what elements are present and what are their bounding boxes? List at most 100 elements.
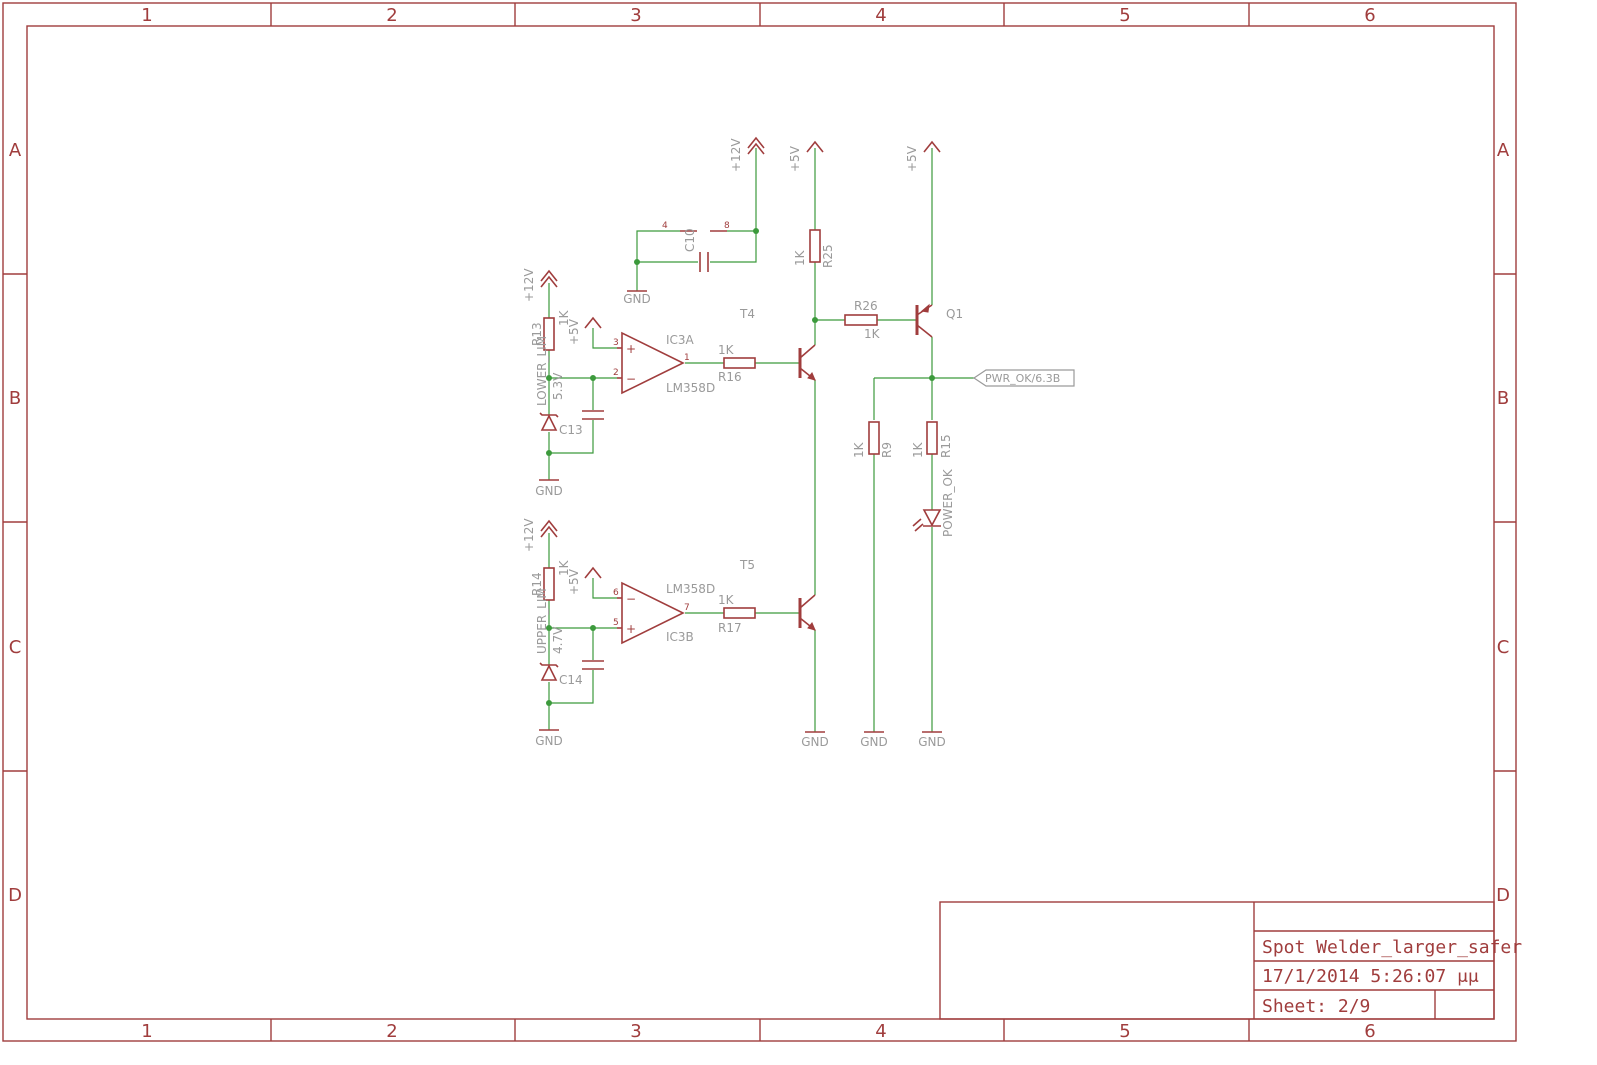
title-block: Spot Welder_larger_safer 17/1/2014 5:26:… — [939, 901, 1522, 1020]
col-label: 3 — [630, 5, 641, 26]
row-labels-left: A B C D — [8, 140, 22, 906]
r16-value: 1K — [718, 343, 735, 357]
r16-label: R16 — [718, 370, 742, 384]
row-label: C — [9, 637, 22, 658]
lower-lim-label: LOWER_LIM — [535, 336, 549, 406]
ic3a-part: LM358D — [666, 381, 715, 395]
ic3a-label: IC3A — [666, 333, 695, 347]
r13-label: R13 — [530, 322, 544, 346]
col-label: 3 — [630, 1021, 641, 1042]
row-label: B — [9, 388, 21, 409]
power-ok-label: POWER_OK — [941, 468, 955, 537]
r26-value: 1K — [864, 327, 881, 341]
port-pwr-ok[interactable]: PWR_OK/6.3B — [972, 369, 1075, 387]
c14-label: C14 — [559, 673, 583, 687]
resistor-r13[interactable]: R13 1K — [530, 309, 571, 351]
capacitor-c14[interactable]: C14 — [559, 660, 604, 687]
zener-lower-value: 5.3V — [551, 372, 565, 400]
ground-symbol: GND — [535, 479, 563, 498]
c13-label: C13 — [559, 423, 583, 437]
column-labels-top: 1 2 3 4 5 6 — [141, 5, 1375, 26]
power-5v-label: +5V — [567, 318, 581, 345]
power-12v-symbol: +12V — [729, 136, 765, 172]
col-label: 5 — [1119, 5, 1130, 26]
port-label: PWR_OK/6.3B — [985, 372, 1060, 385]
power-12v-symbol: +12V — [522, 518, 558, 552]
ground-symbol: GND — [801, 731, 829, 749]
resistor-r14[interactable]: R14 1K — [530, 559, 571, 601]
c10-label: C10 — [683, 228, 697, 252]
col-label: 1 — [141, 5, 152, 26]
capacitor-c13[interactable]: C13 — [559, 410, 604, 437]
pin-label: 1 — [684, 353, 690, 363]
r25-value: 1K — [793, 249, 807, 266]
r9-label: R9 — [880, 442, 894, 458]
col-label: 4 — [875, 1021, 886, 1042]
ground-label: GND — [535, 734, 563, 748]
col-label: 6 — [1364, 1021, 1375, 1042]
transistor-t5[interactable]: T5 — [739, 558, 816, 631]
power-12v-label: +12V — [522, 268, 536, 302]
col-label: 2 — [386, 5, 397, 26]
resistor-r26[interactable]: R26 1K — [844, 299, 881, 341]
ground-symbol: GND — [623, 290, 651, 306]
r26-label: R26 — [854, 299, 878, 313]
led-power-ok[interactable]: POWER_OK — [912, 468, 955, 537]
resistor-r25[interactable]: R25 1K — [793, 229, 835, 268]
q1-label: Q1 — [946, 307, 963, 321]
power-5v-symbol: +5V — [788, 140, 824, 172]
junctions — [546, 228, 935, 706]
upper-lim-label: UPPER_LIM — [535, 588, 549, 654]
capacitor-c10[interactable]: C10 4 8 — [662, 221, 730, 272]
power-5v-symbol: +5V — [567, 566, 602, 595]
resistor-r9[interactable]: R9 1K — [852, 421, 894, 458]
column-labels-bottom: 1 2 3 4 5 6 — [141, 1021, 1375, 1042]
ground-symbol: GND — [535, 729, 563, 748]
zener-lower[interactable]: LOWER_LIM 5.3V — [535, 336, 565, 431]
opamp-ic3b[interactable]: − + 6 5 7 LM358D IC3B — [613, 581, 715, 645]
drawing-frame — [2, 2, 1517, 1042]
wires — [548, 148, 978, 732]
power-5v-label: +5V — [788, 145, 802, 172]
r14-label: R14 — [530, 572, 544, 596]
drawing-title: Spot Welder_larger_safer — [1262, 937, 1522, 958]
opamp-minus-sign: − — [626, 372, 636, 386]
resistor-r16[interactable]: 1K R16 — [718, 343, 756, 384]
zener-upper-value: 4.7V — [551, 626, 565, 654]
transistor-t4[interactable]: T4 — [739, 307, 816, 381]
col-label: 4 — [875, 5, 886, 26]
ground-label: GND — [535, 484, 563, 498]
power-5v-label: +5V — [905, 145, 919, 172]
row-label: B — [1497, 388, 1509, 409]
sheet-number: Sheet: 2/9 — [1262, 996, 1370, 1017]
row-label: D — [1496, 885, 1510, 906]
r17-label: R17 — [718, 621, 742, 635]
r9-value: 1K — [852, 441, 866, 458]
pin-label: 6 — [613, 588, 619, 598]
r14-value: 1K — [557, 559, 571, 576]
ground-symbol: GND — [860, 731, 888, 749]
col-label: 6 — [1364, 5, 1375, 26]
t5-label: T5 — [739, 558, 755, 572]
opamp-ic3a[interactable]: + − 3 2 1 IC3A LM358D — [613, 331, 715, 395]
resistor-r17[interactable]: 1K R17 — [718, 593, 756, 635]
transistor-q1[interactable]: Q1 — [915, 303, 963, 338]
t4-label: T4 — [739, 307, 755, 321]
ground-symbol: GND — [918, 731, 946, 749]
power-12v-label: +12V — [522, 518, 536, 552]
ground-label: GND — [801, 735, 829, 749]
power-12v-label: +12V — [729, 138, 743, 172]
resistor-r15[interactable]: R15 1K — [911, 421, 953, 458]
r15-value: 1K — [911, 441, 925, 458]
pin-label: 5 — [613, 618, 619, 628]
col-label: 1 — [141, 1021, 152, 1042]
col-label: 5 — [1119, 1021, 1130, 1042]
ground-label: GND — [918, 735, 946, 749]
r25-label: R25 — [821, 244, 835, 268]
zener-upper[interactable]: UPPER_LIM 4.7V — [535, 588, 565, 681]
row-labels-right: A B C D — [1496, 140, 1510, 906]
power-5v-label: +5V — [567, 568, 581, 595]
col-label: 2 — [386, 1021, 397, 1042]
power-5v-symbol: +5V — [567, 316, 602, 345]
